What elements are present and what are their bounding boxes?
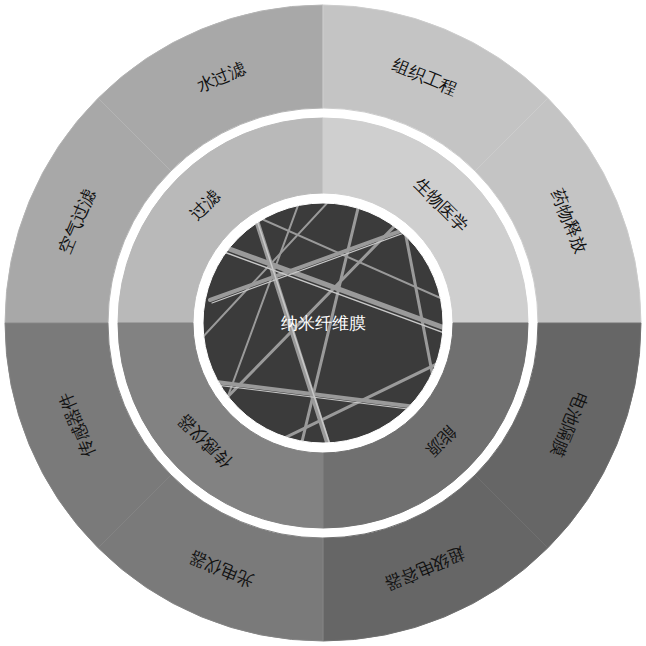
- sector-label: 传感器件: [54, 390, 99, 461]
- sector-label: 组织工程: [390, 54, 461, 99]
- sector-label: 电池隔膜: [547, 390, 592, 461]
- sector-label: 水过滤: [194, 58, 249, 96]
- center-label: 纳米纤维膜: [281, 313, 366, 333]
- sector-label: 过滤: [185, 185, 223, 223]
- sector-label: 传感仪器: [173, 410, 236, 473]
- sector-label: 光电仪器: [186, 547, 257, 592]
- sector-label: 药物释放: [547, 186, 592, 257]
- sector-label: 生物医学: [410, 173, 473, 236]
- sector-label: 超级电容器: [382, 544, 468, 595]
- sector-label: 能源: [422, 422, 460, 460]
- sector-label: 空气过滤: [54, 186, 99, 257]
